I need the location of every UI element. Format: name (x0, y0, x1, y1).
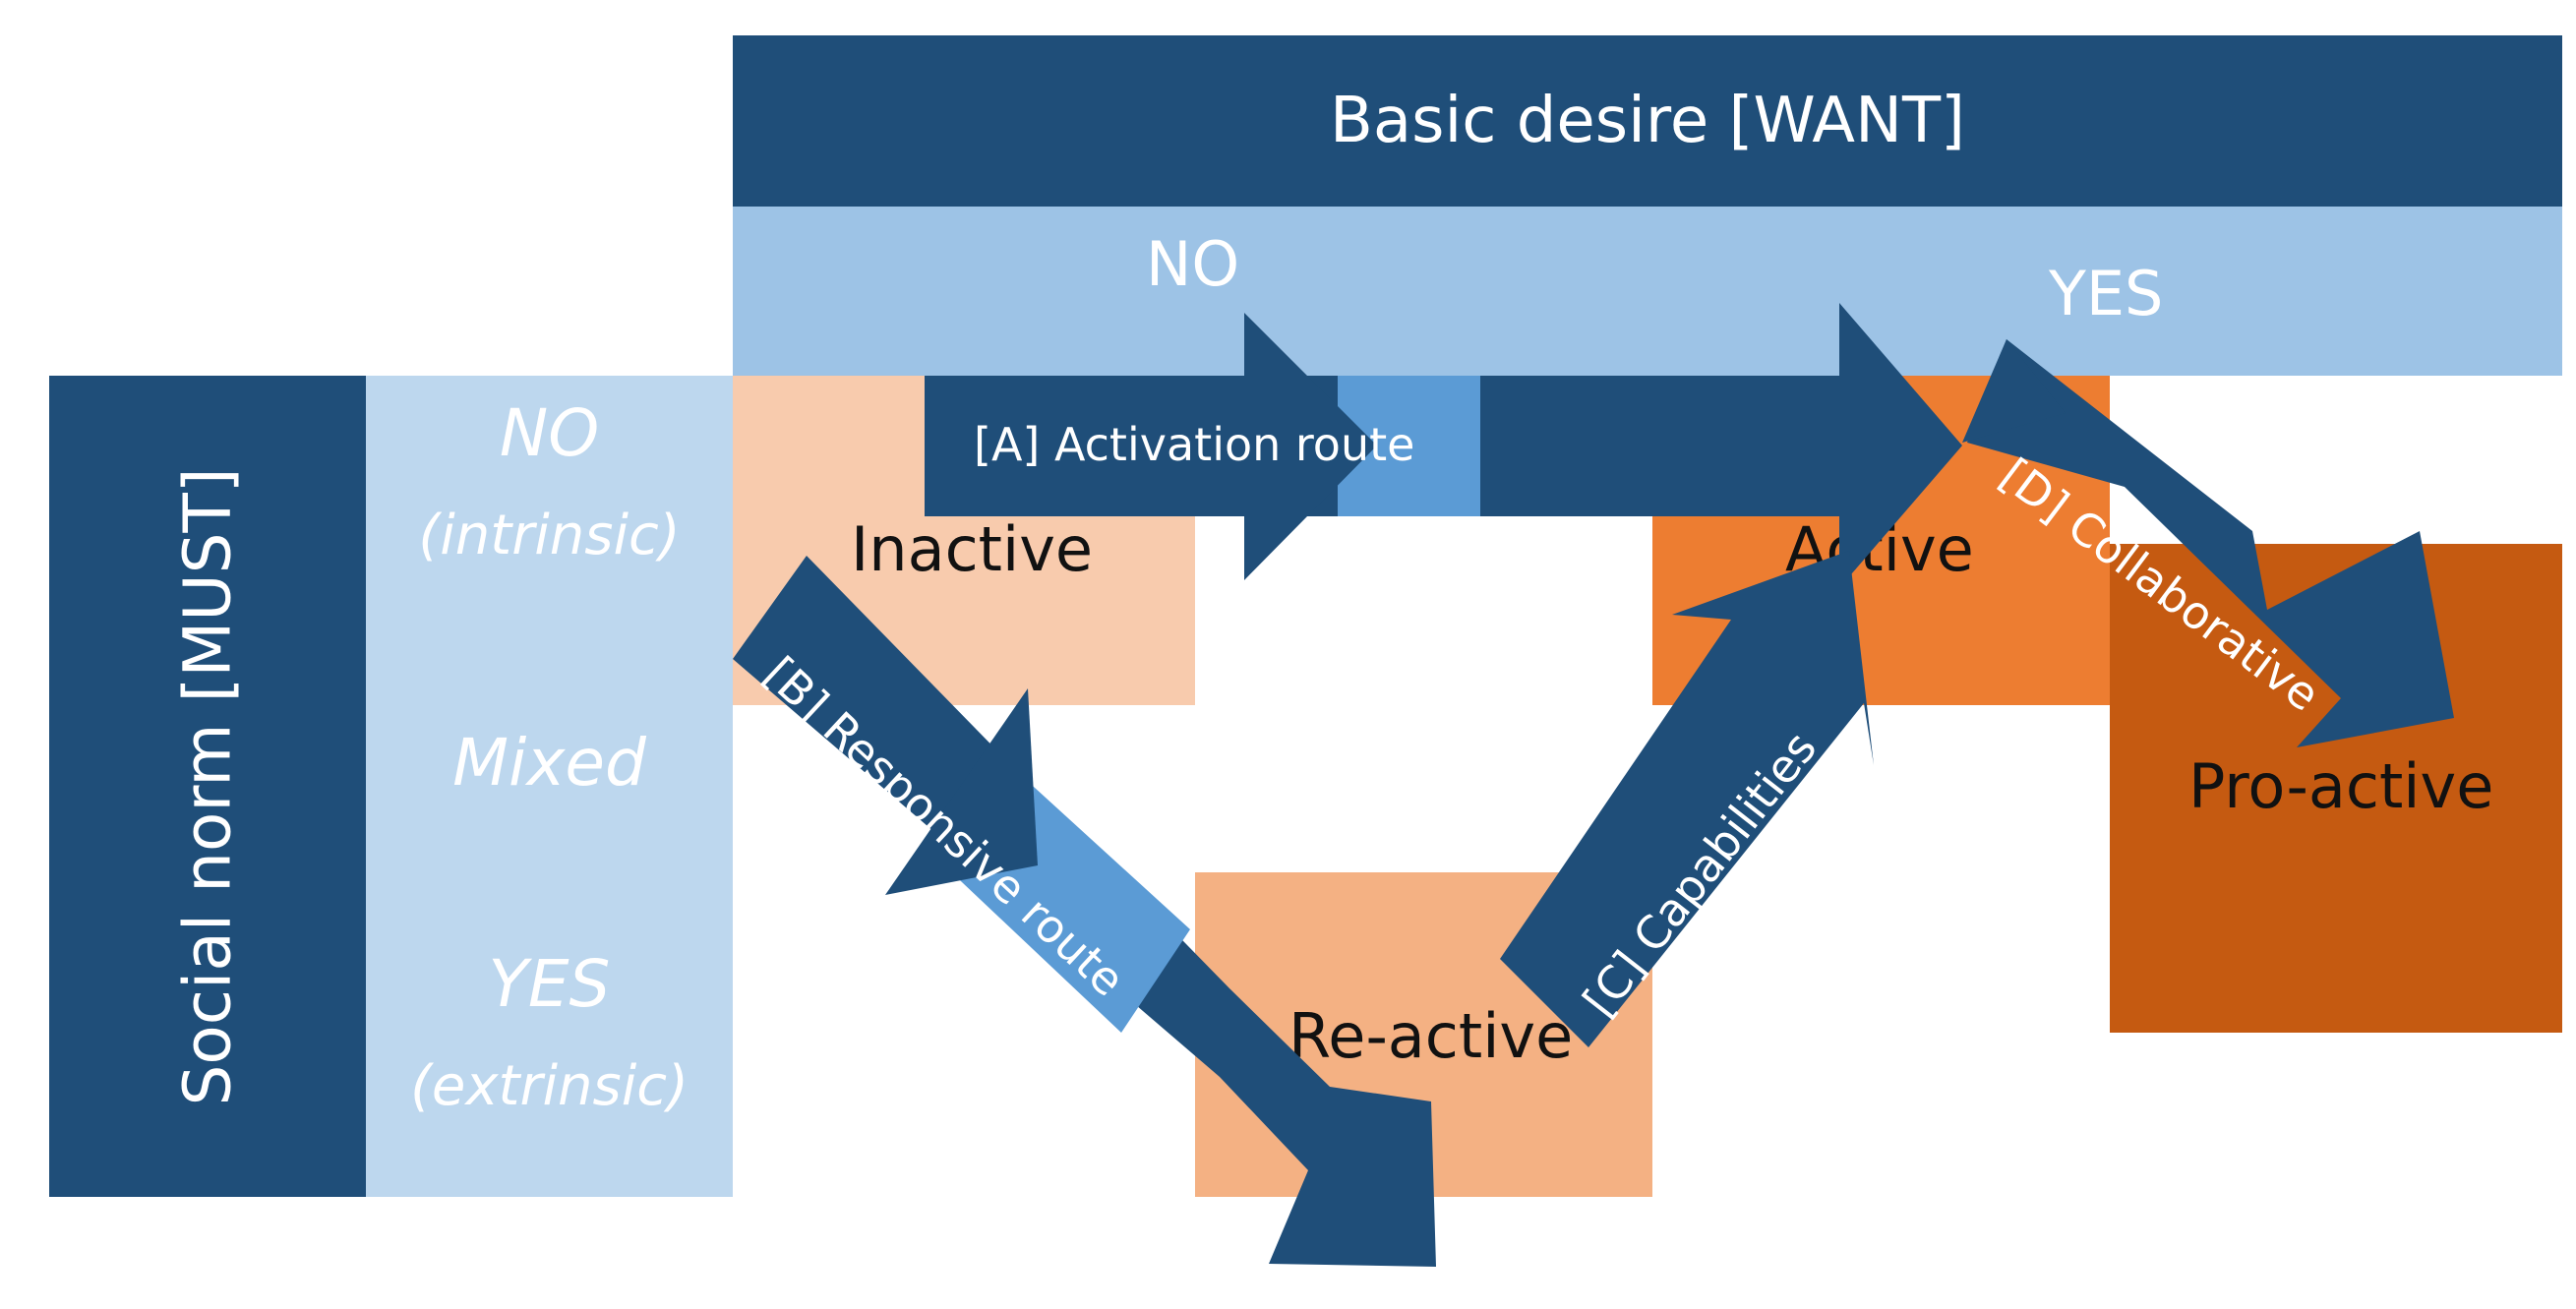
state-proactive-box: Pro-active (2110, 544, 2562, 1033)
must-levels: NO (intrinsic) Mixed YES (extrinsic) (366, 376, 733, 1197)
want-no-label: NO (1146, 228, 1240, 300)
state-reactive-label: Re-active (1288, 1000, 1574, 1072)
route-d-arrow (1967, 339, 2454, 747)
must-level-no-sub: (intrinsic) (418, 504, 681, 567)
route-c-arrow (1500, 551, 1874, 1047)
route-a-label: [A] Activation route (974, 418, 1415, 471)
want-title: Basic desire [WANT] (1330, 85, 1965, 157)
want-scale-bar (733, 207, 2562, 376)
route-a-highlight (1338, 376, 1480, 516)
must-level-yes: YES (488, 946, 611, 1022)
must-level-yes-sub: (extrinsic) (410, 1054, 689, 1118)
want-yes-label: YES (2049, 258, 2164, 329)
state-inactive-label: Inactive (851, 513, 1094, 585)
route-a-tail (1480, 376, 1849, 516)
must-level-mixed: Mixed (452, 725, 646, 801)
state-proactive-label: Pro-active (2188, 750, 2494, 822)
route-a-head-1 (1244, 313, 1377, 580)
route-a-head-2 (1839, 303, 1962, 588)
want-header: Basic desire [WANT] (733, 35, 2562, 207)
must-level-no: NO (499, 395, 600, 471)
must-header: Social norm [MUST] (49, 376, 366, 1197)
route-d-head (1962, 339, 2066, 443)
route-b-head-1 (885, 688, 1038, 895)
